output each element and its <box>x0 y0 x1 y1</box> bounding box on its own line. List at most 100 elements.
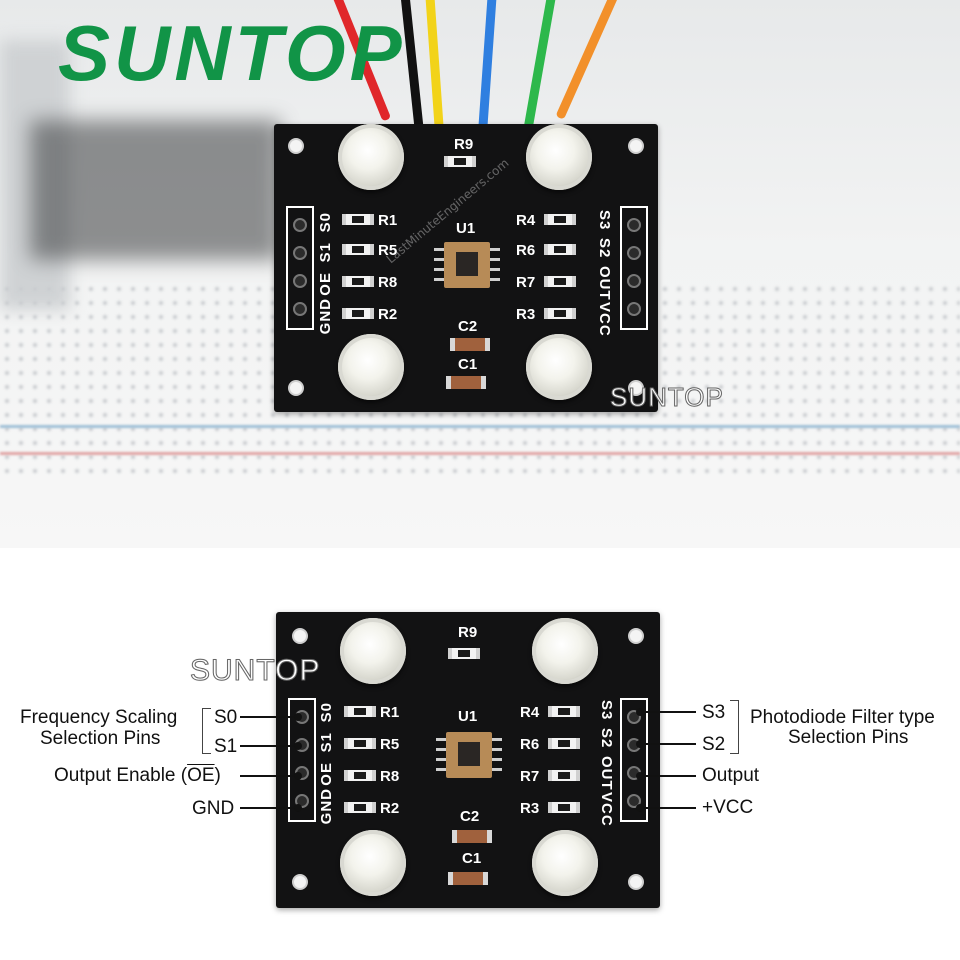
label-out: OUT <box>598 756 615 791</box>
white-led <box>526 124 592 190</box>
chip-leg <box>492 748 502 751</box>
capacitor-c2 <box>452 830 492 843</box>
label-r8: R8 <box>380 768 400 785</box>
chip-leg <box>434 278 444 281</box>
freq-scaling-title: Frequency Scaling <box>20 707 178 728</box>
wire-orange <box>555 0 621 120</box>
leader-line-s3 <box>640 711 696 713</box>
white-led <box>532 618 598 684</box>
resistor-r5 <box>344 738 376 749</box>
filter-type-subtitle: Selection Pins <box>788 727 909 748</box>
leader-line-out <box>640 775 696 777</box>
tcs3200-chip <box>444 242 490 288</box>
label-c2: C2 <box>460 808 480 825</box>
label-r7: R7 <box>520 768 540 785</box>
label-r5: R5 <box>378 242 398 259</box>
sensor-board-diagram: R9 S0 S1 OE GND S3 S2 OUT VCC R1 R5 R8 R… <box>276 612 660 908</box>
brand-watermark: SUNTOP <box>189 654 321 688</box>
header-pin <box>293 218 307 232</box>
label-u1: U1 <box>458 708 478 725</box>
resistor-r2 <box>344 802 376 813</box>
tcs3200-chip <box>446 732 492 778</box>
leader-line-s2 <box>640 743 696 745</box>
brand-logo: SUNTOP <box>58 9 406 97</box>
chip-leg <box>490 268 500 271</box>
header-pin <box>293 302 307 316</box>
chip-leg <box>490 248 500 251</box>
output-enable-label: Output Enable (OE) <box>54 765 221 787</box>
resistor-r6 <box>548 738 580 749</box>
background-blur <box>30 120 280 260</box>
chip-leg <box>490 278 500 281</box>
label-out: OUT <box>596 266 613 301</box>
leader-dot <box>294 804 302 812</box>
mounting-hole <box>628 138 644 154</box>
breadboard-rail-red <box>0 452 960 455</box>
chip-leg <box>436 758 446 761</box>
label-r6: R6 <box>520 736 540 753</box>
vcc-label: +VCC <box>702 797 754 818</box>
label-s2: S2 <box>596 238 613 259</box>
label-vcc: VCC <box>598 792 615 827</box>
label-r5: R5 <box>380 736 400 753</box>
label-s1: S1 <box>317 242 334 263</box>
label-s0: S0 <box>317 212 334 233</box>
leader-dot <box>294 742 302 750</box>
label-s3: S3 <box>598 700 615 721</box>
label-r3: R3 <box>520 800 540 817</box>
chip-leg <box>492 768 502 771</box>
label-gnd: GND <box>318 788 335 825</box>
label-r4: R4 <box>520 704 540 721</box>
pin-label-s3: S3 <box>702 702 726 723</box>
resistor-r7 <box>548 770 580 781</box>
header-pin <box>627 218 641 232</box>
label-r3: R3 <box>516 306 536 323</box>
label-r1: R1 <box>380 704 400 721</box>
label-r2: R2 <box>380 800 400 817</box>
resistor-r8 <box>342 276 374 287</box>
gnd-label: GND <box>192 798 235 819</box>
left-pin-header <box>286 206 314 330</box>
resistor-r3 <box>548 802 580 813</box>
chip-leg <box>492 758 502 761</box>
label-s0: S0 <box>318 702 335 723</box>
label-c2: C2 <box>458 318 478 335</box>
resistor-r4 <box>544 214 576 225</box>
mounting-hole <box>288 380 304 396</box>
label-u1: U1 <box>456 220 476 237</box>
resistor-r1 <box>344 706 376 717</box>
resistor-r7 <box>544 276 576 287</box>
output-enable-text: Output Enable ( <box>54 765 188 786</box>
chip-leg <box>436 748 446 751</box>
resistor-r9 <box>448 648 480 659</box>
capacitor-c2 <box>450 338 490 351</box>
header-pin <box>627 274 641 288</box>
output-label: Output <box>702 765 760 786</box>
right-bracket <box>730 700 739 754</box>
label-gnd: GND <box>317 298 334 335</box>
leader-line-s0 <box>240 716 296 718</box>
filter-type-title: Photodiode Filter type <box>750 707 935 728</box>
label-r7: R7 <box>516 274 536 291</box>
leader-dot <box>294 713 302 721</box>
label-c1: C1 <box>462 850 482 867</box>
capacitor-c1 <box>448 872 488 885</box>
resistor-r4 <box>548 706 580 717</box>
resistor-r9 <box>444 156 476 167</box>
resistor-r2 <box>342 308 374 319</box>
pin-label-s0: S0 <box>214 707 238 728</box>
resistor-r1 <box>342 214 374 225</box>
label-r1: R1 <box>378 212 398 229</box>
label-r6: R6 <box>516 242 536 259</box>
leader-line-oe <box>240 775 296 777</box>
white-led <box>340 830 406 896</box>
white-led <box>338 334 404 400</box>
label-c1: C1 <box>458 356 478 373</box>
output-enable-close: ) <box>214 765 221 786</box>
white-led <box>526 334 592 400</box>
breadboard-rail-blue <box>0 425 960 428</box>
label-r9: R9 <box>454 136 474 153</box>
leader-dot <box>294 772 302 780</box>
resistor-r3 <box>544 308 576 319</box>
brand-watermark: SUNTOP <box>610 382 724 413</box>
